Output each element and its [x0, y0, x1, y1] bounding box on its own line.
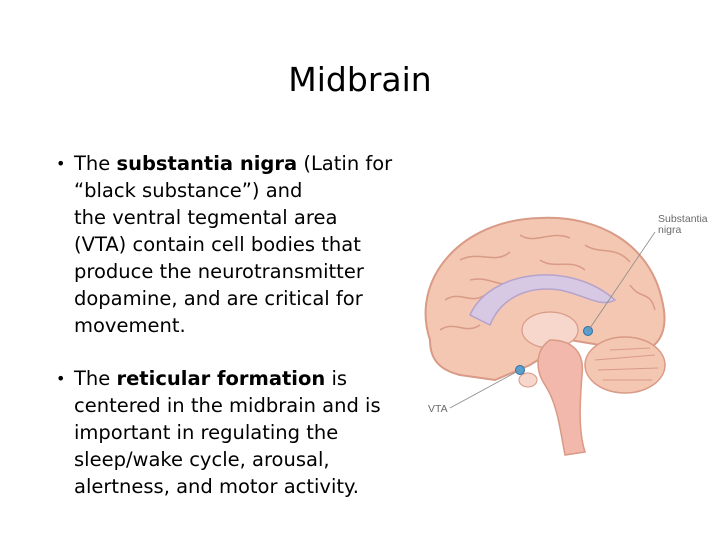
bullet-line: The substantia nigra (Latin for [74, 152, 393, 175]
brain-figure: Substantia nigra VTA [400, 190, 720, 480]
cerebellum [584, 336, 666, 394]
bullet-line: The reticular formation is [74, 367, 348, 390]
slide-title: Midbrain [288, 60, 432, 99]
bullet-substantia-nigra: • The substantia nigra (Latin for “black… [56, 150, 436, 339]
ventricle [469, 274, 617, 327]
substantia-nigra-label: Substantia nigra [658, 213, 708, 236]
bullet-line: dopamine, and are critical for [74, 287, 363, 310]
bullet-line: “black substance”) and [74, 179, 303, 202]
bullet-list: • The substantia nigra (Latin for “black… [56, 150, 436, 500]
bullet-line: movement. [74, 314, 186, 337]
vta-label: VTA [428, 403, 448, 415]
brain-illustration [424, 216, 666, 456]
bullet-dot: • [56, 369, 66, 388]
bullet-line: the ventral tegmental area [74, 206, 338, 229]
vta-leader [449, 369, 521, 409]
bullet-line: centered in the midbrain and is [74, 394, 381, 417]
pituitary [518, 372, 538, 388]
bullet-line: important in regulating the [74, 421, 339, 444]
bullet-line: sleep/wake cycle, arousal, [74, 448, 330, 471]
bullet-line: alertness, and motor activity. [74, 475, 359, 498]
cerebrum [424, 216, 666, 382]
brainstem [537, 339, 586, 456]
bullet-dot: • [56, 154, 66, 173]
bullet-reticular-formation: • The reticular formation is centered in… [56, 365, 436, 500]
bullet-line: (VTA) contain cell bodies that [74, 233, 361, 256]
substantia-nigra-leader [587, 231, 656, 332]
bullet-line: produce the neurotransmitter [74, 260, 364, 283]
